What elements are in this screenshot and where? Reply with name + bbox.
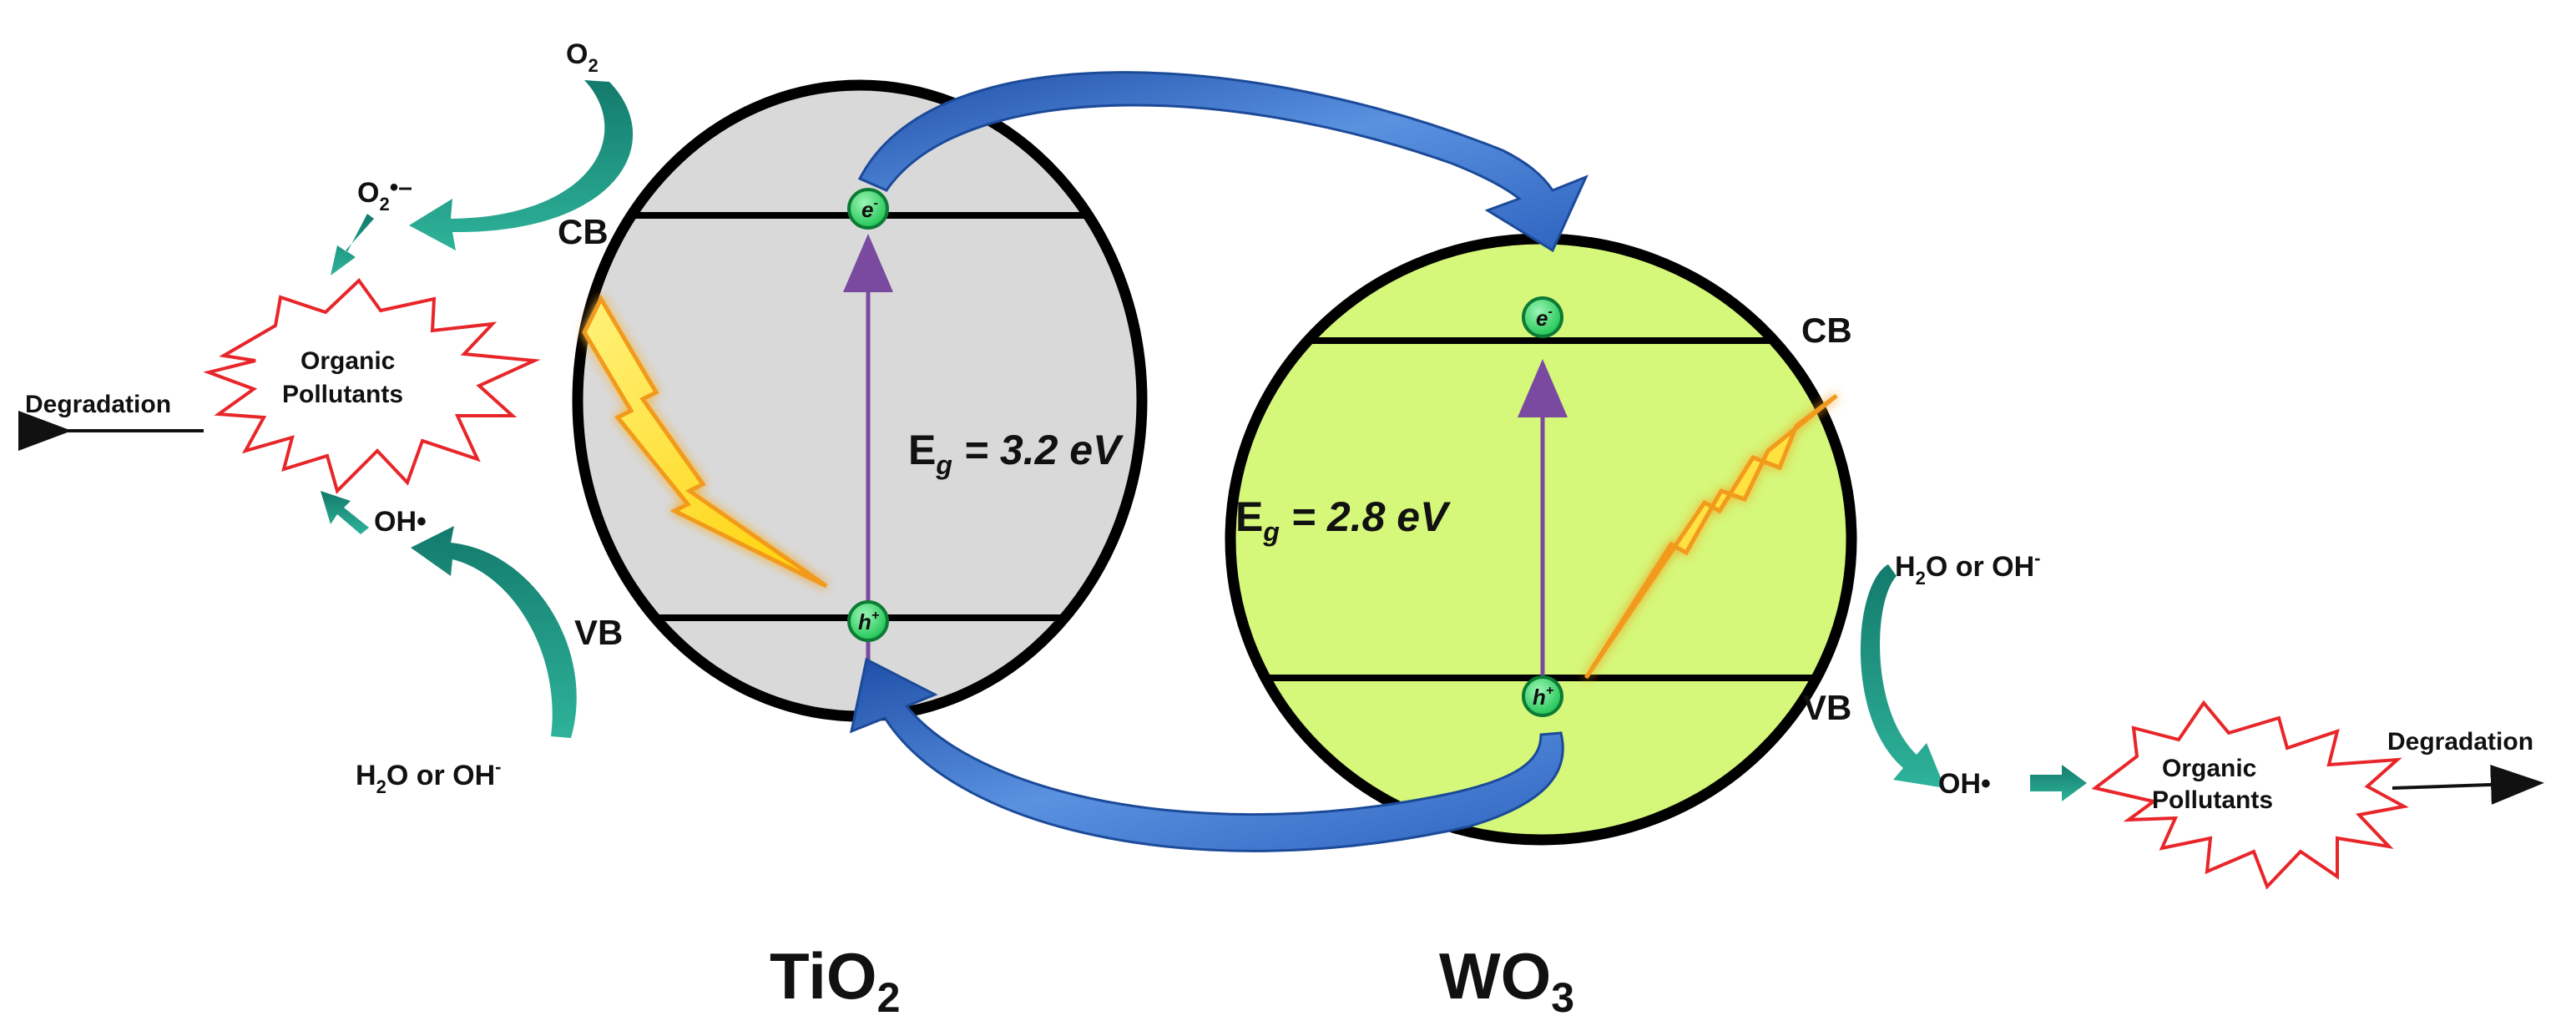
right-degradation-label: Degradation — [2387, 728, 2533, 756]
right-pollutant-line1: Organic — [2162, 755, 2256, 782]
right-water-oxidation-arrow — [1860, 564, 1945, 788]
hole-transfer-arrow — [849, 657, 1564, 852]
water-oxidation-arrow — [411, 526, 577, 738]
svg-text:e-: e- — [1536, 305, 1553, 331]
right-degradation-arrow — [2392, 764, 2544, 805]
left-reactions: O2 O2•– Organic Pollutants Degradation O… — [18, 38, 634, 797]
wo3-vb-label: VB — [1803, 688, 1851, 727]
right-pollutant-line2: Pollutants — [2152, 786, 2273, 814]
wo3-material-label: WO3 — [1439, 939, 1574, 1017]
right-reactions: H2O or OH- OH• Organic Pollutants Degrad… — [1860, 548, 2544, 890]
left-degradation-label: Degradation — [25, 391, 171, 418]
superoxide-to-pollutant-arrow — [331, 214, 374, 275]
left-hydroxyl-label: OH• — [374, 506, 427, 538]
tio2-bandgap-label: Eg = 3.2 eV — [908, 427, 1124, 480]
wo3-bandgap-label: Eg = 2.8 eV — [1235, 493, 1451, 547]
wo3-hole: h+ — [1522, 675, 1563, 717]
wo3-sphere — [1225, 233, 1857, 846]
wo3-electron: e- — [1522, 296, 1563, 338]
left-pollutant-starburst — [203, 277, 541, 494]
svg-text:h+: h+ — [1533, 684, 1553, 710]
right-water-label: H2O or OH- — [1895, 548, 2040, 589]
superoxide-label: O2•– — [357, 174, 412, 215]
tio2-vb-label: VB — [574, 613, 623, 652]
tio2-hole: h+ — [847, 600, 889, 642]
hydroxyl-to-pollutant-arrow — [321, 491, 369, 534]
o2-reduction-arrow — [409, 80, 634, 250]
svg-text:e-: e- — [861, 196, 878, 222]
tio2-electron: e- — [847, 188, 889, 230]
wo3-cb-label: CB — [1801, 311, 1852, 350]
right-hydroxyl-to-pollutant-arrow — [2030, 765, 2087, 801]
tio2-material-label: TiO2 — [770, 939, 900, 1017]
tio2-cb-label: CB — [558, 212, 609, 251]
o2-label: O2 — [566, 38, 599, 76]
tio2-lightning-icon — [582, 294, 828, 589]
right-hydroxyl-label: OH• — [1938, 768, 1991, 800]
left-water-label: H2O or OH- — [356, 756, 501, 797]
svg-text:h+: h+ — [858, 609, 879, 634]
left-pollutant-line1: Organic — [301, 347, 395, 375]
right-pollutant-starburst — [2091, 700, 2409, 890]
left-pollutant-line2: Pollutants — [282, 381, 403, 408]
wo3-lightning-icon — [1583, 394, 1838, 680]
electron-transfer-arrow — [857, 71, 1589, 253]
